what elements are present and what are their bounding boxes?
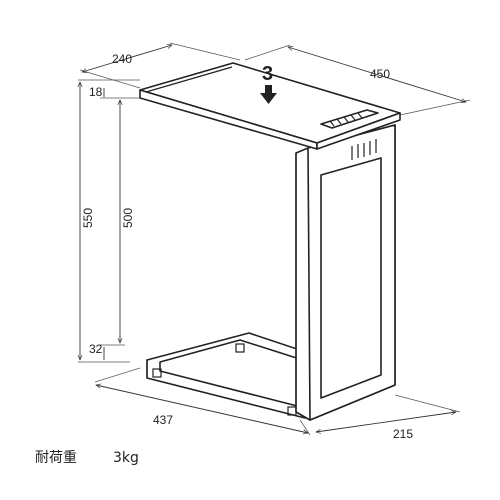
load-capacity-value: 3kg [113, 450, 139, 466]
dimension-frame-height: 500 [121, 208, 135, 228]
dimension-top-depth: 240 [112, 52, 132, 66]
vent-slots [351, 139, 377, 160]
dimension-base-width: 437 [153, 413, 173, 427]
pen-tray [320, 109, 379, 129]
side-table [139, 62, 401, 421]
dimension-top-thickness: 18 [89, 85, 103, 99]
load-capacity-label: 耐荷重 [35, 450, 77, 466]
dimension-lines [78, 42, 471, 436]
dimension-base-height: 32 [89, 342, 103, 356]
dimension-top-width: 450 [370, 67, 390, 81]
side-frame [295, 124, 396, 421]
dimension-base-depth: 215 [393, 427, 413, 441]
dimension-total-height: 550 [81, 208, 95, 228]
load-arrow-value: 3 [262, 63, 273, 85]
tabletop [139, 62, 401, 150]
load-arrow-icon [260, 85, 277, 104]
